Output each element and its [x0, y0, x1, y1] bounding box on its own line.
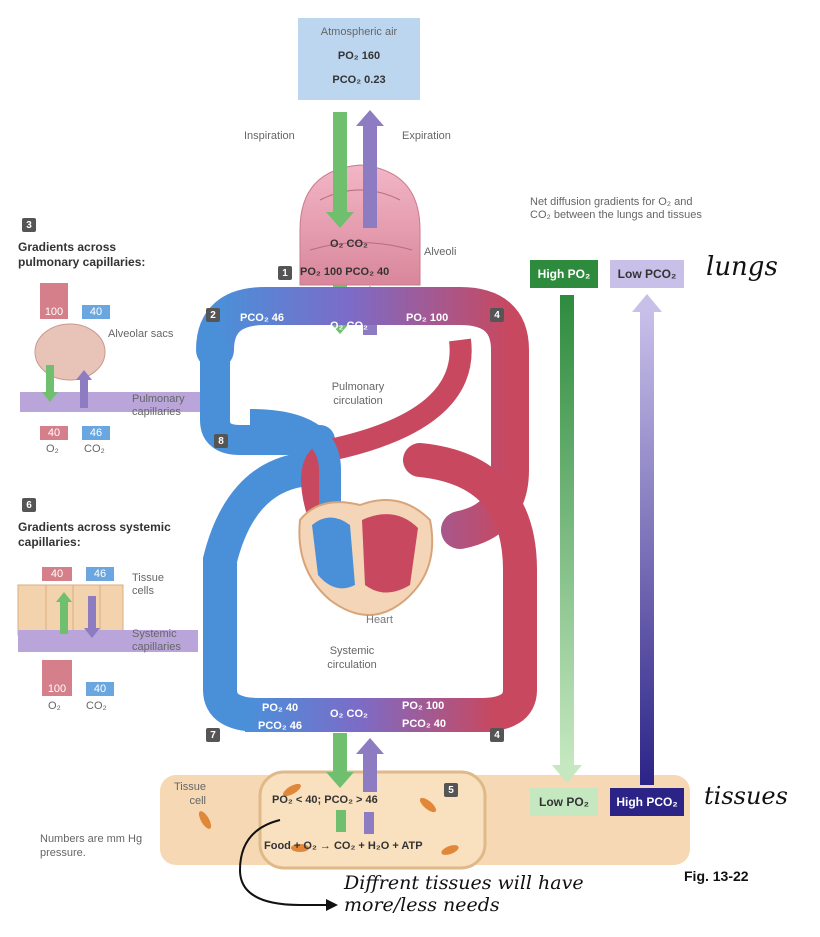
- step-8: 8: [214, 434, 228, 448]
- systemic-venous-loop: [203, 453, 357, 732]
- upper-left-po2: PO₂ 40: [250, 330, 287, 342]
- sys-co2-label: CO₂: [86, 700, 107, 712]
- step-1: 1: [278, 266, 292, 280]
- sys-bot-right-value: 40: [93, 683, 107, 695]
- net-co2-arrow: [640, 310, 654, 785]
- atm-po2: PO₂ 160: [337, 50, 381, 62]
- inspiration-arrow: [333, 112, 347, 212]
- sys-gradient-title: Gradients across systemic capillaries:: [18, 520, 171, 549]
- note-arrow: [238, 819, 330, 906]
- pulm-bot-left-bar: [40, 426, 68, 440]
- pulm-co2-label: CO₂: [84, 443, 105, 455]
- tissue-equation: Food + O₂ → CO₂ + H₂O + ATP: [264, 840, 423, 852]
- pulm-bot-right-bar: [82, 426, 110, 440]
- expiration-arrow: [363, 124, 377, 228]
- sys-top-left-value: 40: [50, 568, 64, 580]
- high-po2-box: High PO₂: [530, 260, 598, 288]
- pulm-top-left-bar: [40, 283, 68, 319]
- heart-label: Heart: [366, 614, 393, 626]
- pulm-gradient-title: Gradients across pulmonary capillaries:: [18, 240, 146, 269]
- pulm-bot-right-value: 46: [89, 427, 103, 439]
- pulm-top-right-value: 40: [89, 306, 103, 318]
- footnote: Numbers are mm Hg pressure.: [40, 833, 143, 859]
- pulm-top-left-value: 100: [44, 306, 64, 318]
- hand-tissues: tissues: [704, 782, 788, 810]
- alveoli-label: Alveoli: [424, 246, 457, 258]
- lower-left-pco2: PCO₂ 46: [258, 720, 303, 732]
- inspiration-label: Inspiration: [244, 130, 295, 142]
- sys-capillary-band: [18, 630, 198, 652]
- sys-top-right-value: 46: [93, 568, 107, 580]
- pulm-caps-label: Pulmonary capillaries: [132, 393, 185, 418]
- upper-mid-gas: O₂ CO₂: [330, 320, 368, 332]
- alveolar-sacs-label: Alveolar sacs: [108, 328, 174, 340]
- step-7: 7: [206, 728, 220, 742]
- upper-right-pco2: PCO₂ 40: [404, 330, 449, 342]
- upper-left-pco2: PCO₂ 46: [240, 312, 285, 324]
- tissue-cell-label: Tissue cell: [174, 781, 206, 807]
- lower-right-pco2: PCO₂ 40: [402, 718, 447, 730]
- sys-bot-left-value: 100: [47, 683, 67, 695]
- atm-pco2: PCO₂ 0.23: [332, 74, 386, 86]
- upper-right-po2: PO₂ 100: [406, 312, 449, 324]
- tissue-pressure: PO₂ < 40; PCO₂ > 46: [272, 794, 378, 806]
- atmospheric-air-box: [298, 18, 420, 100]
- net-gradient-title: Net diffusion gradients for O₂ and CO₂ b…: [530, 196, 702, 221]
- tissue-cells-label: Tissue cells: [132, 572, 164, 597]
- step-6: 6: [22, 498, 36, 512]
- hand-lungs: lungs: [706, 252, 778, 282]
- lower-right-po2: PO₂ 100: [402, 700, 445, 712]
- step-4-top: 4: [490, 308, 504, 322]
- alveoli-pressure: PO₂ 100 PCO₂ 40: [300, 266, 390, 278]
- high-pco2-box: High PCO₂: [610, 788, 684, 816]
- lower-left-po2: PO₂ 40: [262, 702, 299, 714]
- lower-mid-gas: O₂ CO₂: [330, 708, 368, 720]
- atm-title: Atmospheric air: [320, 26, 398, 38]
- low-po2-box: Low PO₂: [530, 788, 598, 816]
- step-4-bottom: 4: [490, 728, 504, 742]
- pulm-bot-left-value: 40: [47, 427, 61, 439]
- sys-caps-label: Systemic capillaries: [132, 628, 181, 653]
- pulm-capillary-band: [20, 392, 200, 412]
- sys-o2-label: O₂: [48, 700, 61, 712]
- net-o2-arrow: [560, 295, 574, 765]
- step-2: 2: [206, 308, 220, 322]
- step-3: 3: [22, 218, 36, 232]
- systemic-arterial-loop: [373, 443, 537, 732]
- expiration-label: Expiration: [402, 130, 451, 142]
- low-pco2-box: Low PCO₂: [610, 260, 684, 288]
- systemic-capillary: [245, 698, 495, 732]
- systemic-circulation-label: Systemic circulation: [327, 645, 377, 671]
- pulmonary-circulation-label: Pulmonary circulation: [331, 381, 385, 407]
- pulm-o2-label: O₂: [46, 443, 59, 455]
- figure-label: Fig. 13-22: [684, 868, 749, 884]
- hand-note: Diffrent tissues will have more/less nee…: [344, 872, 584, 916]
- step-5: 5: [444, 783, 458, 797]
- pulm-top-right-bar: [82, 305, 110, 319]
- alveoli-gas: O₂ CO₂: [330, 238, 368, 250]
